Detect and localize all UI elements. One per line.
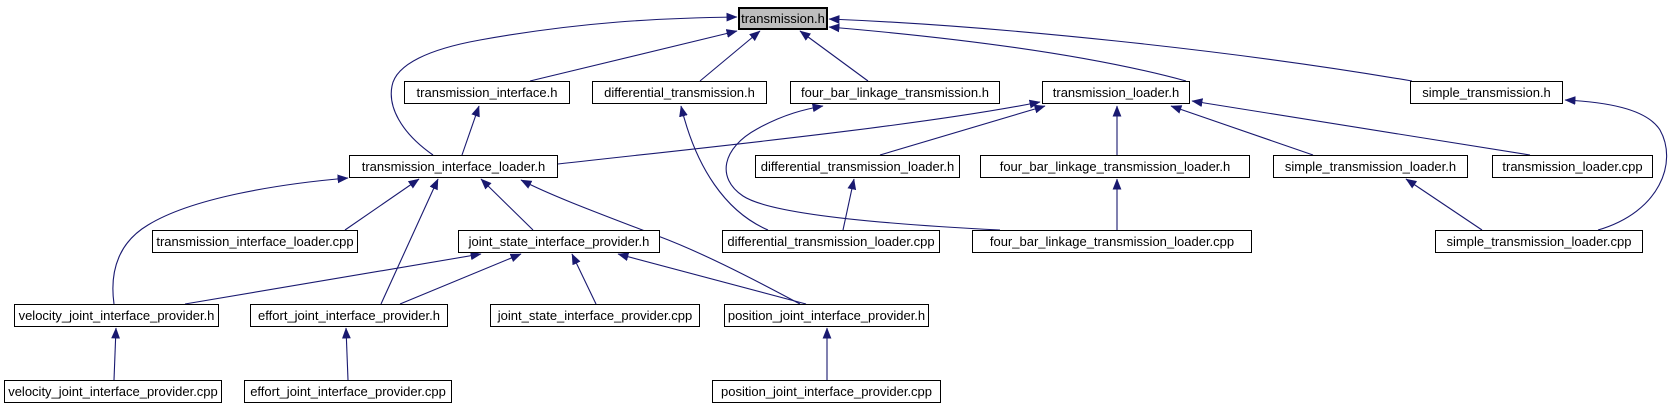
edge-simple_transmission_loader_h-transmission_loader_h <box>1170 105 1314 156</box>
edge-joint_state_interface_provider_cpp-joint_state_interface_provider_h <box>571 253 597 305</box>
edge-velocity_joint_interface_provider_h-joint_state_interface_provider_h <box>184 251 482 305</box>
node-four-bar-linkage-transmission-loader-cpp[interactable]: four_bar_linkage_transmission_loader.cpp <box>972 230 1252 253</box>
edge-transmission_interface_loader_h-transmission_h <box>390 12 738 156</box>
edge-effort_joint_interface_provider_h-transmission_interface_loader_h <box>380 178 439 305</box>
node-transmission-loader-h[interactable]: transmission_loader.h <box>1042 81 1190 104</box>
node-differential-transmission-h[interactable]: differential_transmission.h <box>592 81 767 104</box>
edge-velocity_joint_interface_provider_h-transmission_interface_loader_h <box>112 174 349 305</box>
node-velocity-joint-interface-provider-h[interactable]: velocity_joint_interface_provider.h <box>14 304 219 327</box>
node-transmission-interface-h[interactable]: transmission_interface.h <box>404 81 570 104</box>
node-simple-transmission-loader-h[interactable]: simple_transmission_loader.h <box>1273 155 1468 178</box>
edge-transmission_loader_h-transmission_h <box>828 23 1187 82</box>
node-effort-joint-interface-provider-cpp[interactable]: effort_joint_interface_provider.cpp <box>244 380 452 403</box>
edge-transmission_interface_h-transmission_h <box>529 29 738 82</box>
edge-transmission_loader_cpp-transmission_loader_h <box>1191 98 1531 156</box>
node-transmission-loader-cpp[interactable]: transmission_loader.cpp <box>1492 155 1653 178</box>
node-simple-transmission-loader-cpp[interactable]: simple_transmission_loader.cpp <box>1435 230 1643 253</box>
edge-simple_transmission_h-transmission_h <box>828 15 1413 82</box>
edge-simple_transmission_loader_cpp-simple_transmission_loader_h <box>1405 178 1483 231</box>
edge-four_bar_linkage_transmission_loader_cpp-four_bar_linkage_transmission_h <box>725 103 1001 231</box>
node-simple-transmission-h[interactable]: simple_transmission.h <box>1410 81 1563 104</box>
node-effort-joint-interface-provider-h[interactable]: effort_joint_interface_provider.h <box>250 304 448 327</box>
edge-differential_transmission_loader_cpp-differential_transmission_h <box>679 105 769 231</box>
node-joint-state-interface-provider-h[interactable]: joint_state_interface_provider.h <box>458 230 660 253</box>
edge-effort_joint_interface_provider_h-joint_state_interface_provider_h <box>399 253 522 305</box>
edge-transmission_interface_loader_h-transmission_loader_h <box>557 99 1041 165</box>
node-four-bar-linkage-transmission-h[interactable]: four_bar_linkage_transmission.h <box>790 81 1000 104</box>
node-position-joint-interface-provider-h[interactable]: position_joint_interface_provider.h <box>724 304 929 327</box>
edge-velocity_joint_interface_provider_cpp-velocity_joint_interface_provider_h <box>111 327 120 381</box>
edge-simple_transmission_loader_cpp-simple_transmission_h <box>1564 96 1668 231</box>
node-joint-state-interface-provider-cpp[interactable]: joint_state_interface_provider.cpp <box>490 304 700 327</box>
node-transmission-interface-loader-cpp[interactable]: transmission_interface_loader.cpp <box>152 230 358 253</box>
node-velocity-joint-interface-provider-cpp[interactable]: velocity_joint_interface_provider.cpp <box>4 380 222 403</box>
edge-differential_transmission_h-transmission_h <box>699 30 761 82</box>
edge-differential_transmission_loader_cpp-differential_transmission_loader_h <box>842 178 857 231</box>
node-position-joint-interface-provider-cpp[interactable]: position_joint_interface_provider.cpp <box>712 380 941 403</box>
node-transmission-h[interactable]: transmission.h <box>738 7 828 30</box>
node-differential-transmission-loader-cpp[interactable]: differential_transmission_loader.cpp <box>722 230 940 253</box>
node-transmission-interface-loader-h[interactable]: transmission_interface_loader.h <box>349 155 558 178</box>
edge-position_joint_interface_provider_h-joint_state_interface_provider_h <box>617 252 807 305</box>
node-four-bar-linkage-transmission-loader-h[interactable]: four_bar_linkage_transmission_loader.h <box>980 155 1250 178</box>
edge-joint_state_interface_provider_h-transmission_interface_loader_h <box>480 178 534 231</box>
edge-transmission_interface_loader_h-transmission_interface_h <box>461 105 480 156</box>
edge-transmission_interface_loader_cpp-transmission_interface_loader_h <box>344 178 420 231</box>
edge-four_bar_linkage_transmission_h-transmission_h <box>799 30 869 82</box>
edge-differential_transmission_loader_h-transmission_loader_h <box>879 104 1046 156</box>
edge-effort_joint_interface_provider_cpp-effort_joint_interface_provider_h <box>342 327 351 381</box>
node-differential-transmission-loader-h[interactable]: differential_transmission_loader.h <box>755 155 960 178</box>
